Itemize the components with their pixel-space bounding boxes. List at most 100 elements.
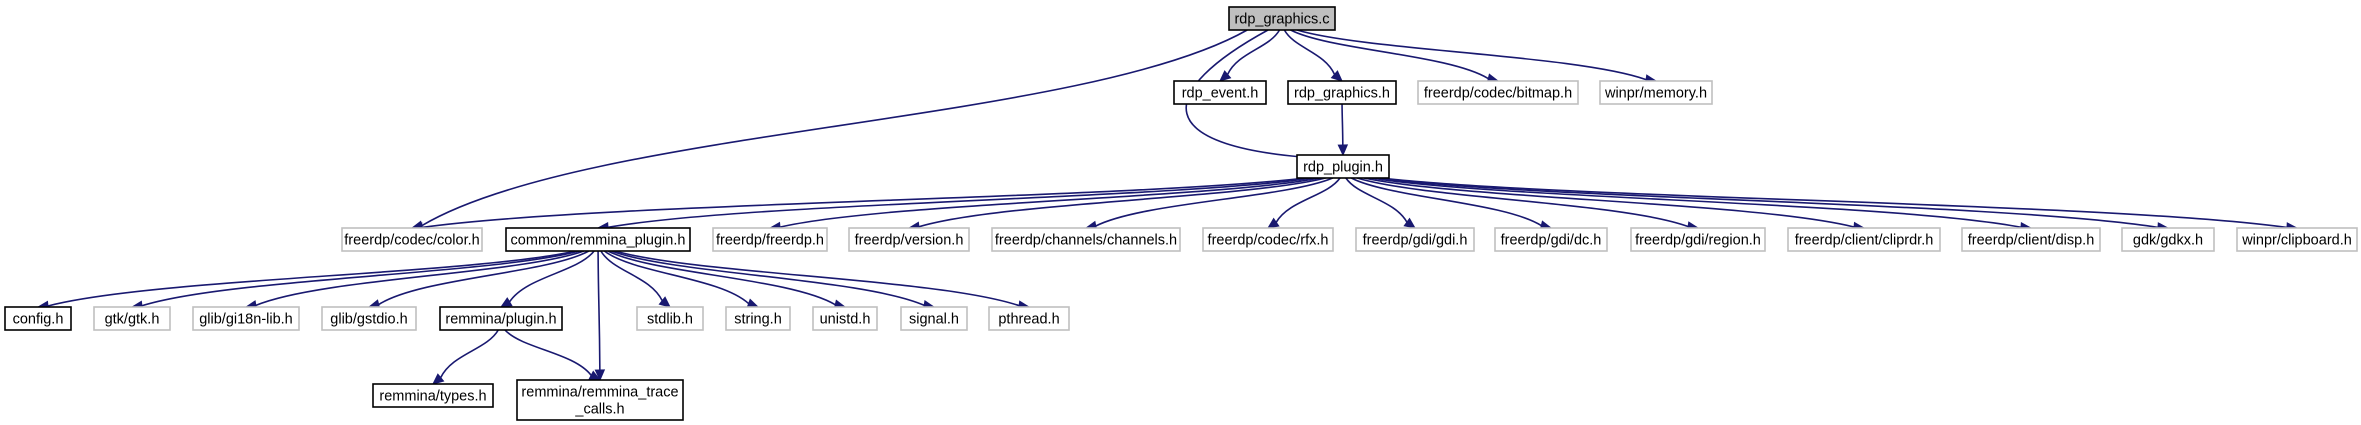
edges-layer [36, 29, 2299, 385]
node-freerdp-codec-bitmap-h: freerdp/codec/bitmap.h [1417, 80, 1579, 105]
node-signal-h: signal.h [900, 306, 968, 331]
node-box [1173, 80, 1267, 105]
node-box [372, 383, 494, 408]
edge-rdp-plugin-h-to-freerdp-codec-rfx-h [1266, 177, 1341, 229]
node-box [712, 227, 828, 252]
node-box [725, 306, 791, 331]
node-box [1787, 227, 1941, 252]
node-rdp-graphics-h[interactable]: rdp_graphics.h [1287, 80, 1397, 105]
node-box [1228, 6, 1336, 31]
node-config-h[interactable]: config.h [4, 306, 72, 331]
node-box [1494, 227, 1608, 252]
edge-common-remmina-plugin-h-to-gtk-gtk-h [130, 250, 580, 311]
node-label: freerdp/freerdp.h [716, 232, 824, 248]
node-freerdp-freerdp-h: freerdp/freerdp.h [712, 227, 828, 252]
node-freerdp-codec-color-h: freerdp/codec/color.h [341, 227, 483, 252]
edge-common-remmina-plugin-h-to-remmina-remmina-trace-calls-h [594, 250, 606, 382]
node-label: winpr/clipboard.h [2241, 232, 2352, 248]
node-label: string.h [734, 311, 782, 327]
node-label: config.h [13, 311, 64, 327]
node-label: glib/gstdio.h [330, 311, 407, 327]
edge-remmina-plugin-h-to-remmina-remmina-trace-calls-h [504, 329, 602, 381]
node-freerdp-version-h: freerdp/version.h [848, 227, 970, 252]
node-label: freerdp/codec/rfx.h [1208, 232, 1329, 248]
node-glib-gstdio-h: glib/gstdio.h [321, 306, 417, 331]
node-label: unistd.h [820, 311, 871, 327]
node-label: gdk/gdkx.h [2133, 232, 2203, 248]
node-unistd-h: unistd.h [812, 306, 878, 331]
node-label: remmina/types.h [379, 388, 486, 404]
node-label: rdp_event.h [1182, 85, 1259, 101]
node-box [1417, 80, 1579, 105]
node-label: glib/gi18n-lib.h [199, 311, 293, 327]
node-label: rdp_graphics.h [1294, 85, 1390, 101]
node-remmina-remmina-trace-calls-h[interactable]: remmina/remmina_trace_calls.h [516, 379, 684, 421]
node-box [439, 306, 563, 331]
node-label: rdp_plugin.h [1303, 159, 1383, 175]
node-box [636, 306, 704, 331]
node-box [900, 306, 968, 331]
node-box [516, 379, 684, 421]
node-box [1355, 227, 1475, 252]
node-string-h: string.h [725, 306, 791, 331]
node-box [505, 227, 691, 252]
node-box [192, 306, 300, 331]
node-box [988, 306, 1070, 331]
node-rdp-graphics-c[interactable]: rdp_graphics.c [1228, 6, 1336, 31]
node-label: freerdp/client/disp.h [1968, 232, 2095, 248]
node-box [321, 306, 417, 331]
node-rdp-event-h[interactable]: rdp_event.h [1173, 80, 1267, 105]
node-label: _calls.h [574, 401, 624, 417]
node-freerdp-gdi-dc-h: freerdp/gdi/dc.h [1494, 227, 1608, 252]
node-label: winpr/memory.h [1604, 85, 1707, 101]
node-box [93, 306, 171, 331]
node-freerdp-client-cliprdr-h: freerdp/client/cliprdr.h [1787, 227, 1941, 252]
node-label: freerdp/client/cliprdr.h [1795, 232, 1934, 248]
node-box [812, 306, 878, 331]
node-label: freerdp/codec/color.h [344, 232, 479, 248]
node-box [1961, 227, 2101, 252]
edge-rdp-graphics-h-to-rdp-plugin-h [1337, 103, 1349, 157]
edge-rdp-graphics-c-to-rdp-event-h [1219, 29, 1281, 82]
edge-common-remmina-plugin-h-to-pthread-h [615, 250, 1031, 311]
node-label: rdp_graphics.c [1234, 11, 1329, 27]
node-label: freerdp/codec/bitmap.h [1424, 85, 1572, 101]
node-label: remmina/remmina_trace [521, 384, 678, 400]
node-freerdp-gdi-region-h: freerdp/gdi/region.h [1630, 227, 1766, 252]
node-label: freerdp/gdi/dc.h [1501, 232, 1602, 248]
node-remmina-plugin-h[interactable]: remmina/plugin.h [439, 306, 563, 331]
node-gtk-gtk-h: gtk/gtk.h [93, 306, 171, 331]
node-glib-gi18n-lib-h: glib/gi18n-lib.h [192, 306, 300, 331]
node-freerdp-codec-rfx-h: freerdp/codec/rfx.h [1202, 227, 1334, 252]
node-box [991, 227, 1181, 252]
node-gdk-gdkx-h: gdk/gdkx.h [2121, 227, 2215, 252]
node-rdp-plugin-h[interactable]: rdp_plugin.h [1296, 154, 1390, 179]
node-label: freerdp/channels/channels.h [995, 232, 1177, 248]
edge-rdp-graphics-c-to-rdp-graphics-h [1283, 29, 1343, 82]
edge-common-remmina-plugin-h-to-stdlib-h [600, 250, 671, 308]
edge-rdp-graphics-c-to-freerdp-codec-bitmap-h [1290, 29, 1500, 84]
node-box [341, 227, 483, 252]
edge-rdp-graphics-c-to-freerdp-codec-color-h [410, 29, 1248, 231]
edge-rdp-plugin-h-to-freerdp-gdi-gdi-h [1345, 177, 1416, 229]
node-label: signal.h [909, 311, 959, 327]
edge-common-remmina-plugin-h-to-config-h [36, 250, 576, 312]
edge-common-remmina-plugin-h-to-glib-gstdio-h [367, 250, 590, 310]
node-label: stdlib.h [647, 311, 693, 327]
node-freerdp-gdi-gdi-h: freerdp/gdi/gdi.h [1355, 227, 1475, 252]
node-box [848, 227, 970, 252]
edge-remmina-plugin-h-to-remmina-types-h [432, 329, 499, 385]
node-freerdp-client-disp-h: freerdp/client/disp.h [1961, 227, 2101, 252]
node-label: freerdp/version.h [855, 232, 964, 248]
node-winpr-clipboard-h: winpr/clipboard.h [2236, 227, 2358, 252]
node-box [1296, 154, 1390, 179]
edge-rdp-graphics-c-to-winpr-memory-h [1296, 29, 1658, 85]
node-stdlib-h: stdlib.h [636, 306, 704, 331]
node-box [2236, 227, 2358, 252]
node-remmina-types-h[interactable]: remmina/types.h [372, 383, 494, 408]
node-box [2121, 227, 2215, 252]
node-label: gtk/gtk.h [105, 311, 160, 327]
node-common-remmina-plugin-h[interactable]: common/remmina_plugin.h [505, 227, 691, 252]
